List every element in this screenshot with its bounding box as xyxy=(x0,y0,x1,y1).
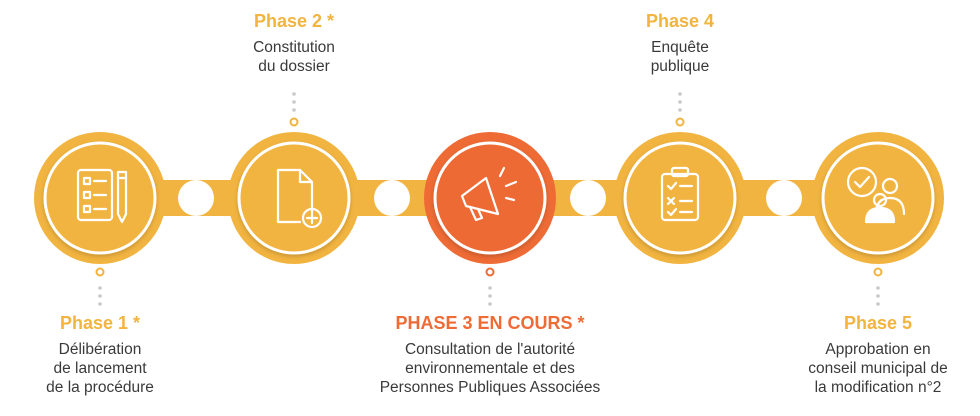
phase-2-node xyxy=(228,132,360,264)
phase-5-description: Approbation en conseil municipal de la m… xyxy=(808,341,948,396)
phase-2-label: Phase 2 * Constitution du dossier xyxy=(174,10,414,76)
checklist-pencil-icon xyxy=(76,168,128,224)
phase-5-label: Phase 5 Approbation en conseil municipal… xyxy=(758,312,980,397)
leader-ring-current xyxy=(485,267,495,277)
phase-4-node xyxy=(614,132,746,264)
document-add-icon xyxy=(276,168,323,229)
phase-5-title: Phase 5 xyxy=(843,313,913,333)
phase-1-label: Phase 1 * Délibération de lancement de l… xyxy=(0,312,220,397)
phase-1-title: Phase 1 * xyxy=(59,313,141,333)
phase-3-title: PHASE 3 EN COURS * xyxy=(395,313,585,333)
phase-3-label: PHASE 3 EN COURS * Consultation de l'aut… xyxy=(355,312,625,397)
phase-2-description: Constitution du dossier xyxy=(253,39,335,75)
phase-1-description: Délibération de lancement de la procédur… xyxy=(46,341,154,396)
phase-1-node xyxy=(34,132,166,264)
phase-4-title: Phase 4 xyxy=(645,11,715,31)
clipboard-checklist-icon xyxy=(660,166,700,222)
phase-4-description: Enquête publique xyxy=(650,39,710,75)
phase-2-title: Phase 2 * xyxy=(253,11,335,31)
phase-3-description: Consultation de l'autorité environnement… xyxy=(379,341,601,396)
phase-5-node xyxy=(812,132,944,264)
megaphone-icon xyxy=(460,166,518,222)
users-approval-icon xyxy=(846,166,906,224)
dotted-leaders xyxy=(98,92,880,306)
phase-4-label: Phase 4 Enquête publique xyxy=(560,10,800,76)
leader-rings xyxy=(95,117,883,277)
phase-3-node xyxy=(424,132,556,264)
